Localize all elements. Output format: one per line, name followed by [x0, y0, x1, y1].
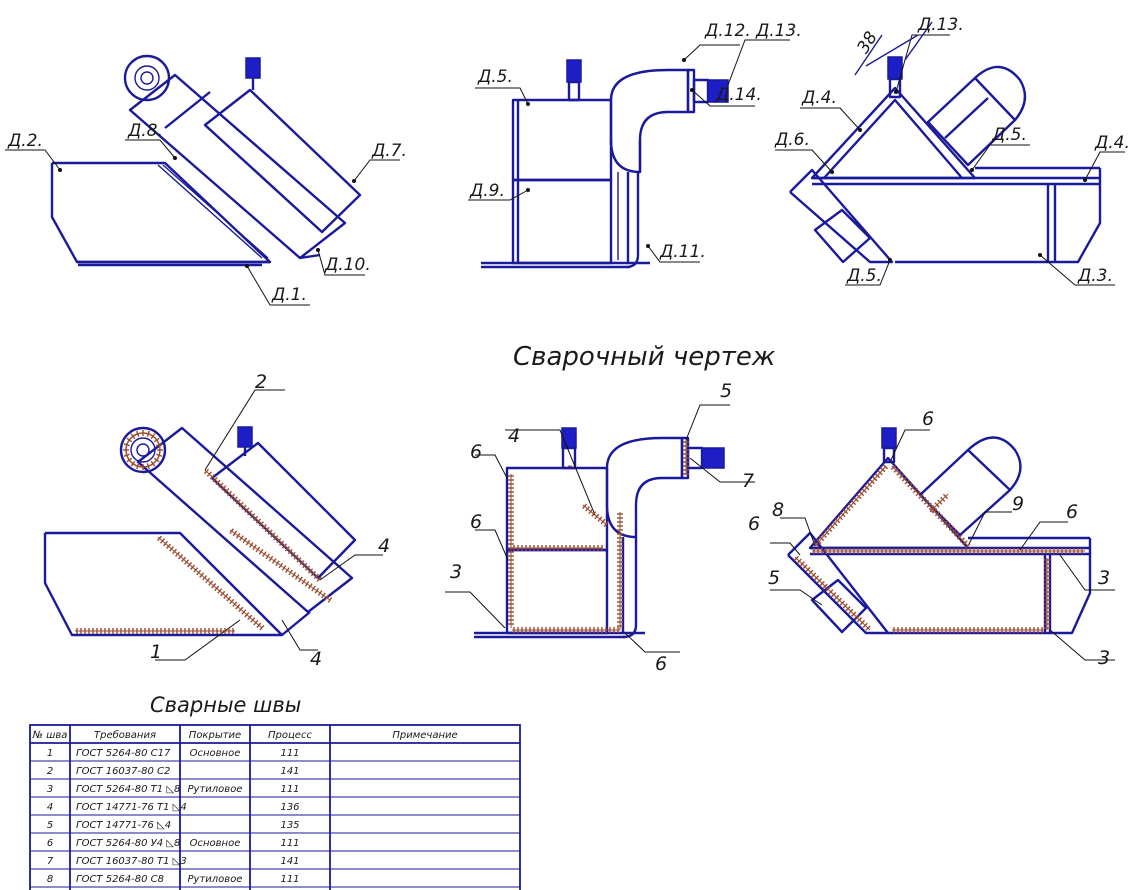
- view-3-assembly: [775, 21, 1125, 286]
- weld-callout-8: 8: [772, 499, 784, 521]
- view-3-welds: [770, 427, 1115, 661]
- table-cell: 111: [280, 838, 299, 849]
- part-label-d3: Д.3.: [1077, 266, 1113, 286]
- part-label-d5c: Д.5.: [846, 266, 882, 286]
- part-label-d6: Д.6.: [774, 130, 810, 150]
- table-cell: 136: [280, 802, 299, 813]
- table-cell: 111: [280, 874, 299, 885]
- weld-hatch-marks: [76, 430, 1083, 634]
- welds-table: № шва Требования Покрытие Процесс Примечание…: [29, 724, 521, 890]
- part-label-d13b: Д.13.: [917, 15, 964, 35]
- table-header-cell: Требования: [94, 729, 156, 741]
- table-cell: ГОСТ 16037-80 Т1 ◺3: [76, 856, 187, 867]
- dimension-38: 38: [853, 28, 882, 57]
- table-cell: 111: [280, 748, 299, 759]
- view-2-welds: [445, 404, 755, 653]
- weld-callout-6f: 6: [1066, 501, 1078, 523]
- table-cell: Основное: [190, 748, 241, 759]
- table-cell: 6: [47, 838, 53, 849]
- weld-callout-3c: 3: [1098, 647, 1110, 669]
- weld-callout-4c: 4: [508, 425, 520, 447]
- weld-callout-3b: 3: [1098, 567, 1110, 589]
- part-label-d10: Д.10.: [324, 255, 371, 275]
- weld-callout-5b: 5: [768, 567, 780, 589]
- weld-callout-6d: 6: [922, 408, 934, 430]
- weld-callout-6b: 6: [470, 511, 482, 533]
- table-cell: Рутиловое: [188, 784, 243, 795]
- table-cell: 2: [47, 766, 53, 777]
- part-label-d5a: Д.5.: [477, 67, 513, 87]
- weld-callout-1: 1: [150, 641, 162, 663]
- table-cell: ГОСТ 5264-80 У4 ◺8: [76, 838, 180, 849]
- table-header-cell: Процесс: [268, 730, 312, 741]
- view-1-assembly: [5, 54, 400, 306]
- table-cell: 1: [47, 748, 53, 759]
- table-cell: 3: [47, 784, 53, 795]
- table-cell: Основное: [190, 838, 241, 849]
- welds-table-title: Сварные швы: [150, 693, 301, 717]
- weld-callout-3a: 3: [450, 561, 462, 583]
- table-cell: ГОСТ 14771-76 Т1 ◺4: [76, 802, 187, 813]
- part-label-d4b: Д.4.: [1094, 133, 1130, 153]
- part-label-d7: Д.7.: [371, 141, 407, 161]
- part-label-d9: Д.9.: [469, 181, 505, 201]
- table-cell: 7: [47, 856, 54, 867]
- table-cell: 5: [47, 820, 53, 831]
- view-2-assembly: [468, 39, 790, 269]
- table-cell: ГОСТ 14771-76 ◺4: [76, 820, 171, 831]
- weld-callout-9: 9: [1012, 493, 1024, 515]
- part-label-d12: Д.12.: [704, 21, 751, 41]
- part-label-d11: Д.11.: [659, 242, 706, 262]
- weld-callout-5: 5: [720, 380, 732, 402]
- part-label-d1: Д.1.: [271, 285, 307, 305]
- part-label-d5b: Д.5.: [991, 125, 1027, 145]
- weld-callout-6e: 6: [748, 513, 760, 535]
- part-label-d4a: Д.4.: [801, 88, 837, 108]
- weld-callout-2: 2: [255, 371, 267, 393]
- part-label-d8: Д.8.: [127, 121, 163, 141]
- table-cell: 8: [47, 874, 53, 885]
- table-cell: ГОСТ 5264-80 С17: [76, 748, 171, 759]
- weld-callout-6c: 6: [655, 653, 667, 675]
- table-cell: 141: [280, 856, 299, 867]
- table-header-cell: Примечание: [392, 730, 457, 741]
- weld-callout-6a: 6: [470, 441, 482, 463]
- part-label-d13a: Д.13.: [755, 21, 802, 41]
- weld-callout-4b: 4: [310, 648, 322, 670]
- weld-callout-7: 7: [742, 470, 754, 492]
- table-cell: ГОСТ 5264-80 Т1 ◺8: [76, 784, 180, 795]
- table-header-cell: Покрытие: [189, 730, 241, 741]
- table-cell: 111: [280, 784, 299, 795]
- table-cell: Рутиловое: [188, 874, 243, 885]
- table-cell: 4: [47, 802, 53, 813]
- table-cell: ГОСТ 5264-80 С8: [76, 874, 164, 885]
- welding-drawing-title: Сварочный чертеж: [513, 342, 776, 372]
- table-cell: 141: [280, 766, 299, 777]
- table-cell: ГОСТ 16037-80 С2: [76, 766, 170, 777]
- table-header-cell: № шва: [32, 730, 68, 741]
- weld-callout-4a: 4: [378, 535, 390, 557]
- part-label-d2: Д.2.: [7, 131, 43, 151]
- part-label-d14: Д.14.: [715, 85, 762, 105]
- view-1-welds: [43, 389, 383, 661]
- table-cell: 135: [280, 820, 299, 831]
